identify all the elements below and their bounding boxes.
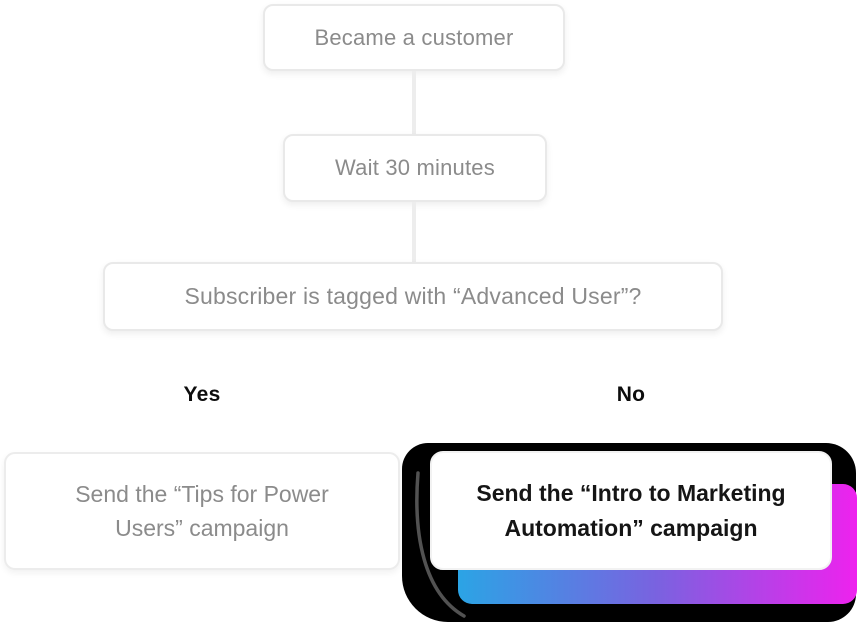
branch-label-no: No (616, 383, 646, 406)
flow-node-label: Wait 30 minutes (335, 155, 495, 180)
connector-line-1 (412, 71, 416, 135)
flow-node-label: Became a customer (314, 24, 514, 50)
branch-label-yes: Yes (183, 383, 221, 406)
connector-line-2 (412, 202, 416, 263)
flow-node-condition-tagged-advanced-user[interactable]: Subscriber is tagged with “Advanced User… (103, 262, 723, 331)
flow-node-became-customer[interactable]: Became a customer (263, 4, 565, 71)
card-intro-to-marketing-automation-campaign[interactable]: Send the “Intro to Marketing Automation”… (430, 451, 832, 570)
flow-node-wait-30-minutes[interactable]: Wait 30 minutes (283, 134, 547, 202)
card-label: Send the “Intro to Marketing Automation”… (476, 479, 786, 541)
card-tips-for-power-users-campaign[interactable]: Send the “Tips for Power Users” campaign (4, 452, 400, 570)
card-label: Send the “Tips for Power Users” campaign (75, 481, 329, 541)
flow-node-label: Subscriber is tagged with “Advanced User… (184, 283, 642, 309)
